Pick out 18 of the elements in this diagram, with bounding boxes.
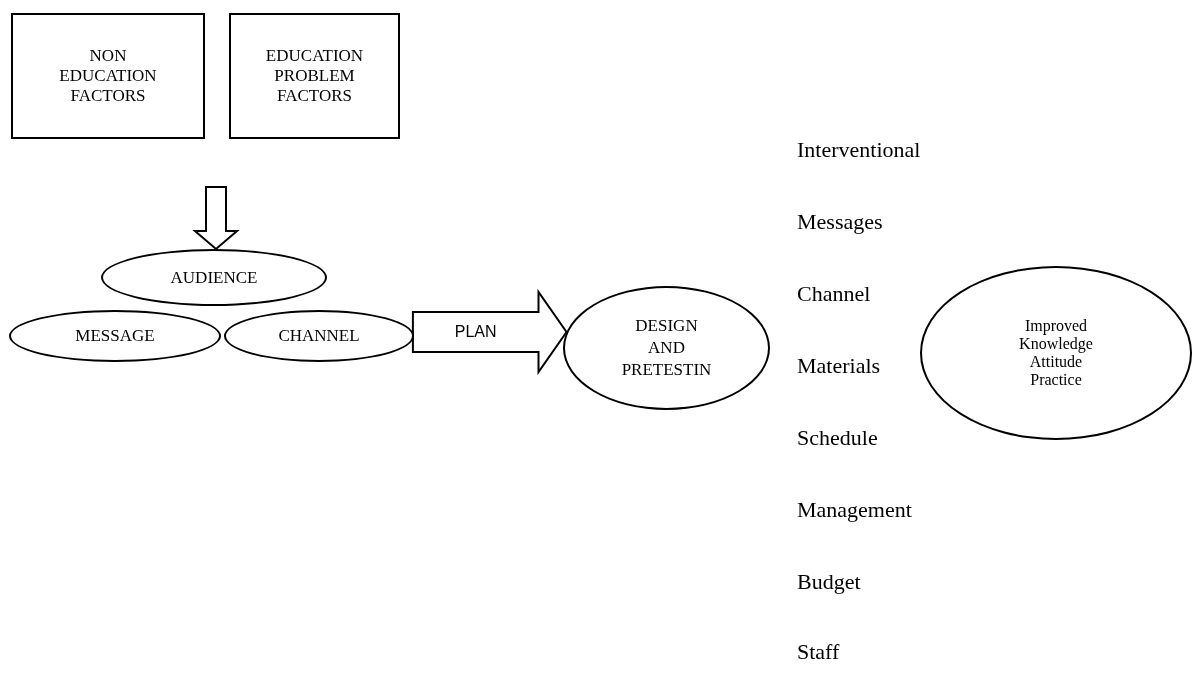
list-item: Messages [797,209,883,235]
message-ellipse: MESSAGE [9,310,221,362]
edge-label: PLAN [454,324,497,340]
channel-ellipse: CHANNEL [224,310,414,362]
list-item: Interventional [797,137,921,163]
outcome-ellipse: Improved Knowledge Attitude Practice [920,266,1192,440]
list-item: Staff [797,639,840,665]
block-arrow [192,186,240,251]
design-ellipse: DESIGN AND PRETESTIN [563,286,770,410]
list-item: Channel [797,281,871,307]
process-box: NON EDUCATION FACTORS [11,13,205,139]
audience-ellipse: AUDIENCE [101,249,327,306]
list-item: Schedule [797,425,878,451]
block-arrow [411,288,568,376]
list-item: Materials [797,353,881,379]
list-item: Budget [797,569,861,595]
process-box: EDUCATION PROBLEM FACTORS [229,13,400,139]
list-item: Management [797,497,912,523]
